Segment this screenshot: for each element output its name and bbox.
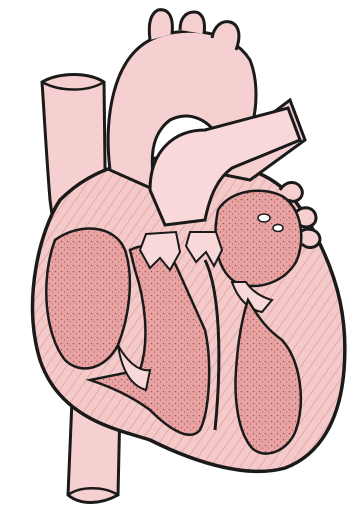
pulmonary-vein-lower	[300, 229, 320, 247]
right-atrium	[46, 229, 130, 369]
left-atrium	[215, 191, 301, 286]
pulmonary-vein-opening-1	[258, 214, 270, 222]
pulmonary-vein-opening-2	[273, 225, 283, 232]
